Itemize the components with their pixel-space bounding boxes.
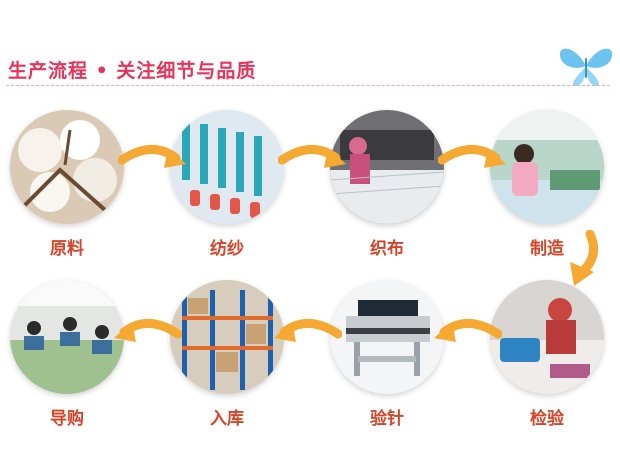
warehouse-image xyxy=(170,280,284,394)
step-label: 导购 xyxy=(50,409,84,429)
arrow-right-icon xyxy=(438,145,506,168)
arrow-left-icon xyxy=(114,319,182,342)
butterfly-icon xyxy=(559,48,613,86)
arrow-down-icon xyxy=(570,230,599,286)
arrow-right-icon xyxy=(118,145,186,168)
step-label: 纺纱 xyxy=(210,239,244,259)
arrow-right-icon xyxy=(278,145,346,168)
step-label: 织布 xyxy=(370,239,404,259)
title-divider xyxy=(6,85,610,86)
step-label: 原料 xyxy=(50,239,84,259)
page-title: 生产流程 • 关注细节与品质 xyxy=(8,60,257,82)
step-label: 检验 xyxy=(530,409,564,429)
needle-detector-image xyxy=(330,280,444,394)
call-center-image xyxy=(10,280,124,394)
raw-material-image xyxy=(10,110,124,224)
step-label: 入库 xyxy=(210,409,244,429)
spinning-image xyxy=(170,110,284,224)
manufacturing-image xyxy=(490,110,604,224)
inspection-image xyxy=(490,280,604,394)
arrow-left-icon xyxy=(434,319,502,342)
arrow-left-icon xyxy=(274,319,342,342)
step-label: 制造 xyxy=(530,239,564,259)
step-label: 验针 xyxy=(370,409,404,429)
